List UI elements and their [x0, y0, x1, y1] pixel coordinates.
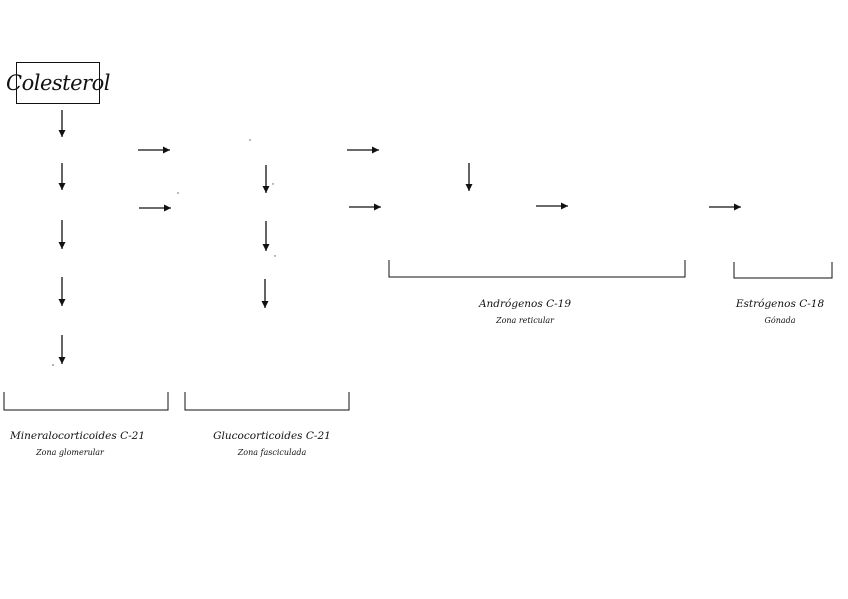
bracket-mineralocorticoides [3, 392, 169, 411]
group-name: Estrógenos C-18 [735, 298, 825, 310]
group-brackets [3, 260, 833, 411]
group-name: Andrógenos C-19 [478, 298, 572, 310]
lyase-arrows [347, 146, 381, 211]
bracket-androgenos [388, 260, 686, 278]
group-label-estrogenos: Estrógenos C-18 Gónada [735, 298, 825, 325]
group-zone: Zona reticular [496, 316, 554, 325]
hydroxylase-arrows-1 [138, 146, 171, 212]
start-node-label: Colesterol [6, 71, 110, 95]
group-name: Glucocorticoides C-21 [213, 430, 331, 442]
group-label-glucocorticoides: Glucocorticoides C-21 Zona fasciculada [212, 430, 332, 457]
start-node-colesterol: Colesterol [6, 62, 110, 104]
group-label-androgenos: Andrógenos C-19 Zona reticular [470, 298, 580, 325]
group-name: Mineralocorticoides C-21 [10, 430, 146, 442]
androgen-pathway-arrows [465, 163, 741, 211]
group-zone: Gónada [764, 316, 796, 325]
bracket-glucocorticoides [184, 392, 350, 411]
group-zone: Zona glomerular [36, 448, 104, 457]
stray-marks [52, 139, 276, 366]
glucocorticoid-pathway-arrows [261, 165, 270, 308]
group-zone: Zona fasciculada [237, 448, 307, 457]
group-label-mineralocorticoides: Mineralocorticoides C-21 Zona glomerular [10, 430, 146, 457]
bracket-estrogenos [733, 262, 833, 279]
